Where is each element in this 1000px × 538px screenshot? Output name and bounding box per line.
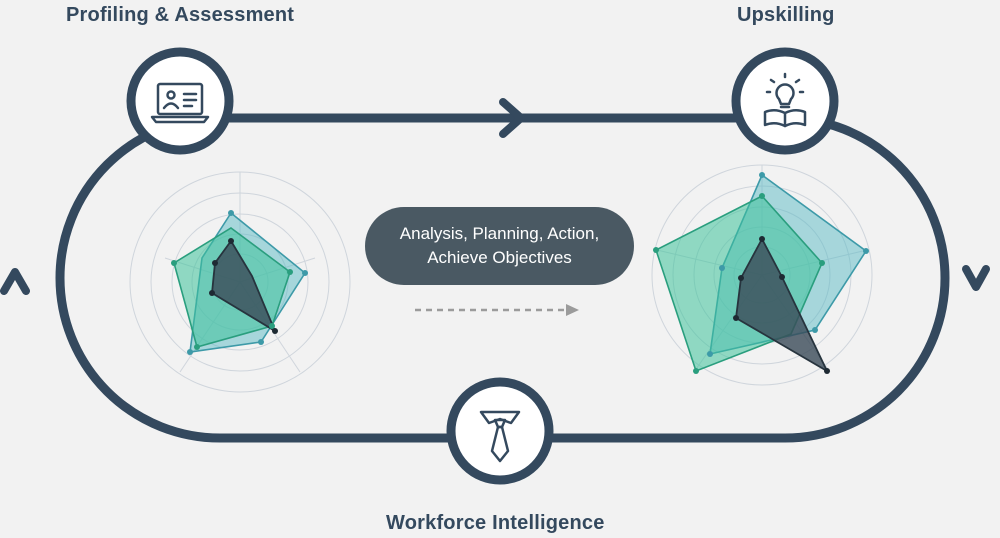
radar-left-points	[171, 210, 308, 355]
center-message-line-1: Analysis, Planning, Action,	[399, 224, 600, 243]
loop-arrow-top	[499, 98, 525, 138]
radar-right-points	[653, 172, 869, 374]
lightbulb-book-icon	[763, 72, 807, 128]
profiling-title: Profiling & Assessment	[66, 4, 295, 26]
loop-arrow-left	[0, 268, 30, 295]
laptop-profile-icon	[150, 82, 210, 124]
radar-chart-right	[651, 164, 873, 386]
center-message-line-2: Achieve Objectives	[427, 248, 572, 267]
upskilling-node[interactable]	[731, 47, 839, 155]
profiling-node[interactable]	[126, 47, 234, 155]
necktie-icon	[479, 410, 521, 463]
upskilling-title: Upskilling	[737, 4, 835, 26]
radar-chart-left	[129, 171, 351, 393]
loop-arrow-right	[962, 265, 990, 291]
dashed-progress-arrow	[415, 304, 579, 316]
center-message-pill: Analysis, Planning, Action, Achieve Obje…	[365, 207, 634, 285]
radar-right-series-dark	[735, 237, 830, 374]
workforce-node[interactable]	[446, 377, 554, 485]
radar-left-series-dark	[211, 239, 277, 334]
workforce-title: Workforce Intelligence	[386, 512, 605, 534]
